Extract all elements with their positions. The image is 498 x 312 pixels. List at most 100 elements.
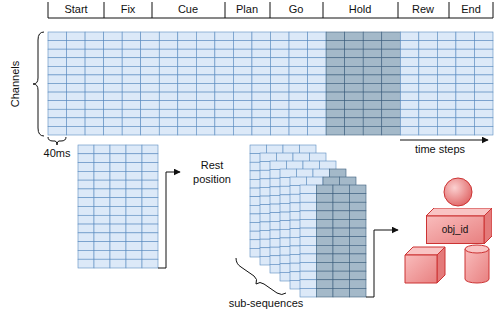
- grid-cell: [48, 109, 67, 118]
- grid-cell: [400, 118, 419, 127]
- grid-cell: [456, 118, 475, 127]
- grid-cell: [142, 171, 158, 180]
- grid-cell: [142, 242, 158, 251]
- grid-cell: [317, 228, 334, 237]
- grid-cell: [419, 92, 438, 101]
- grid-cell: [320, 161, 337, 170]
- grid-cell: [271, 32, 290, 41]
- grid-cell: [122, 66, 141, 75]
- grid-cell: [310, 153, 327, 162]
- grid-cell: [307, 177, 324, 186]
- box-front: [427, 216, 485, 244]
- grid-cell: [159, 84, 178, 93]
- grid-cell: [326, 41, 345, 50]
- grid-cell: [78, 207, 94, 216]
- grid-cell: [382, 75, 401, 84]
- grid-cell: [350, 185, 367, 194]
- grid-cell: [350, 219, 367, 228]
- grid-cell: [110, 154, 126, 163]
- grid-cell: [178, 118, 197, 127]
- grid-cell: [317, 237, 334, 246]
- grid-cell: [382, 32, 401, 41]
- grid-cell: [326, 66, 345, 75]
- grid-cell: [178, 92, 197, 101]
- grid-cell: [363, 118, 382, 127]
- grid-cell: [67, 58, 86, 67]
- data-grid: [300, 185, 366, 297]
- grid-cell: [126, 224, 142, 233]
- grid-cell: [141, 58, 160, 67]
- grid-cell: [104, 58, 123, 67]
- grid-cell: [215, 58, 234, 67]
- object-label: obj_id: [442, 224, 469, 236]
- grid-cell: [326, 126, 345, 135]
- grid-cell: [85, 41, 104, 50]
- grid-cell: [94, 163, 110, 172]
- grid-cell: [437, 41, 456, 50]
- grid-cell: [400, 84, 419, 93]
- grid-cell: [382, 126, 401, 135]
- grid-cell: [196, 118, 215, 127]
- grid-cell: [48, 49, 67, 58]
- grid-cell: [289, 32, 308, 41]
- grid-cell: [300, 237, 317, 246]
- grid-cell: [308, 92, 327, 101]
- grid-cell: [333, 280, 350, 289]
- grid-cell: [419, 101, 438, 110]
- grid-cell: [419, 84, 438, 93]
- grid-cell: [85, 92, 104, 101]
- grid-cell: [67, 84, 86, 93]
- grid-cell: [94, 207, 110, 216]
- grid-cell: [400, 58, 419, 67]
- grid-cell: [159, 66, 178, 75]
- grid-cell: [419, 126, 438, 135]
- grid-cell: [345, 118, 364, 127]
- grid-cell: [159, 109, 178, 118]
- grid-cell: [122, 118, 141, 127]
- grid-cell: [78, 224, 94, 233]
- grid-cell: [474, 58, 493, 67]
- box-object: obj_id: [426, 208, 492, 244]
- grid-cell: [178, 84, 197, 93]
- grid-cell: [67, 49, 86, 58]
- grid-cell: [252, 109, 271, 118]
- grid-cell: [271, 75, 290, 84]
- grid-cell: [48, 58, 67, 67]
- grid-cell: [326, 32, 345, 41]
- phase-label: End: [461, 3, 481, 16]
- grid-cell: [196, 109, 215, 118]
- grid-cell: [48, 126, 67, 135]
- grid-cell: [333, 271, 350, 280]
- grid-cell: [178, 109, 197, 118]
- grid-cell: [283, 145, 300, 154]
- grid-cell: [400, 126, 419, 135]
- grid-cell: [456, 84, 475, 93]
- grid-cell: [215, 49, 234, 58]
- grid-cell: [333, 237, 350, 246]
- grid-cell: [215, 109, 234, 118]
- grid-cell: [300, 145, 317, 154]
- grid-cell: [85, 101, 104, 110]
- grid-cell: [300, 288, 317, 297]
- grid-cell: [308, 118, 327, 127]
- grid-cell: [317, 194, 334, 203]
- channel-grids: [48, 32, 493, 297]
- grid-cell: [215, 84, 234, 93]
- grid-cell: [233, 109, 252, 118]
- grid-cell: [280, 169, 297, 178]
- grid-cell: [419, 66, 438, 75]
- grid-cell: [178, 32, 197, 41]
- grid-cell: [419, 49, 438, 58]
- grid-cell: [126, 145, 142, 154]
- grid-cell: [122, 32, 141, 41]
- grid-cell: [350, 194, 367, 203]
- grid-cell: [333, 219, 350, 228]
- grid-cell: [48, 75, 67, 84]
- grid-cell: [178, 66, 197, 75]
- grid-cell: [110, 233, 126, 242]
- grid-cell: [178, 126, 197, 135]
- grid-cell: [94, 215, 110, 224]
- data-grid: [78, 145, 158, 268]
- grid-cell: [456, 41, 475, 50]
- grid-cell: [289, 92, 308, 101]
